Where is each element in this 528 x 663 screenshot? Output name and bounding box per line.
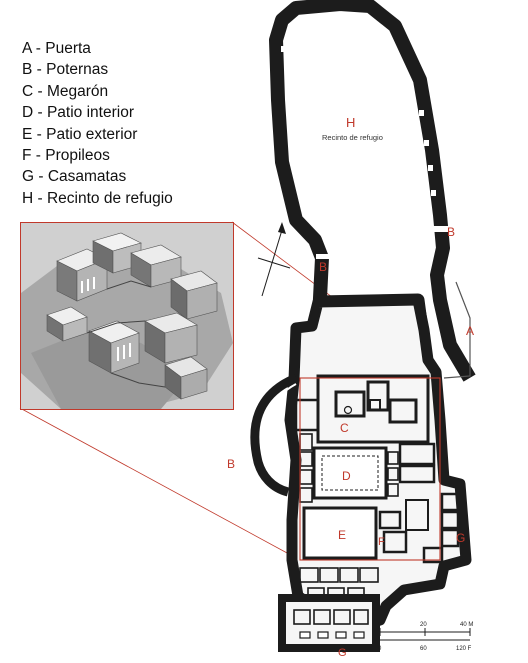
postern-gaps xyxy=(272,226,450,454)
refuge-enclosure-wall xyxy=(269,0,476,382)
scale-m40: 40 M xyxy=(460,622,473,628)
inner-courtyard xyxy=(312,446,388,500)
scale-m20: 20 xyxy=(420,622,427,628)
scale-m0: 0 xyxy=(378,622,382,628)
entrance-ramp xyxy=(443,281,471,379)
legend-item-c: C - Megarón xyxy=(22,82,109,100)
scale-f120: 120 F xyxy=(456,646,472,652)
label-d: D xyxy=(342,469,351,483)
outer-courtyard xyxy=(302,499,429,560)
west-postern-ramp xyxy=(250,373,298,497)
megaron-complex xyxy=(294,374,430,444)
label-refuge-text: Recinto de refugio xyxy=(322,133,383,142)
legend-item-a: A - Puerta xyxy=(22,40,91,57)
south-bastion xyxy=(278,594,380,652)
label-h: H xyxy=(346,115,355,130)
label-b-west: B xyxy=(227,457,235,471)
scale-f60: 60 xyxy=(420,646,427,652)
scale-bar: 0 20 40 M 0 60 120 F xyxy=(378,622,473,652)
label-f: F xyxy=(378,536,385,548)
legend-item-d: D - Patio interior xyxy=(22,104,134,122)
legend-item-b: B - Poternas xyxy=(22,61,109,79)
reconstruction-drawing xyxy=(21,223,233,409)
legend-item-f: F - Propileos xyxy=(22,147,110,165)
scale-f0: 0 xyxy=(378,646,382,652)
legend: A - Puerta B - Poternas C - Megarón D - … xyxy=(22,38,173,209)
label-e: E xyxy=(338,528,346,542)
label-b-east: B xyxy=(447,225,455,239)
wall-slits xyxy=(281,46,436,196)
casemates xyxy=(398,442,460,564)
reconstruction-inset xyxy=(20,222,234,410)
label-g-south: G xyxy=(338,647,347,659)
label-g: G xyxy=(456,531,465,545)
legend-item-e: E - Patio exterior xyxy=(22,125,138,143)
label-b-north: B xyxy=(319,260,327,274)
legend-item-h: H - Recinto de refugio xyxy=(22,189,173,207)
legend-item-g: G - Casamatas xyxy=(22,168,127,186)
plan-labels: H Recinto de refugio B B A C B D E F G G xyxy=(227,115,474,659)
detail-box xyxy=(299,377,441,561)
label-c: C xyxy=(340,421,349,435)
label-a: A xyxy=(466,324,474,338)
north-arrow-icon xyxy=(257,222,291,297)
